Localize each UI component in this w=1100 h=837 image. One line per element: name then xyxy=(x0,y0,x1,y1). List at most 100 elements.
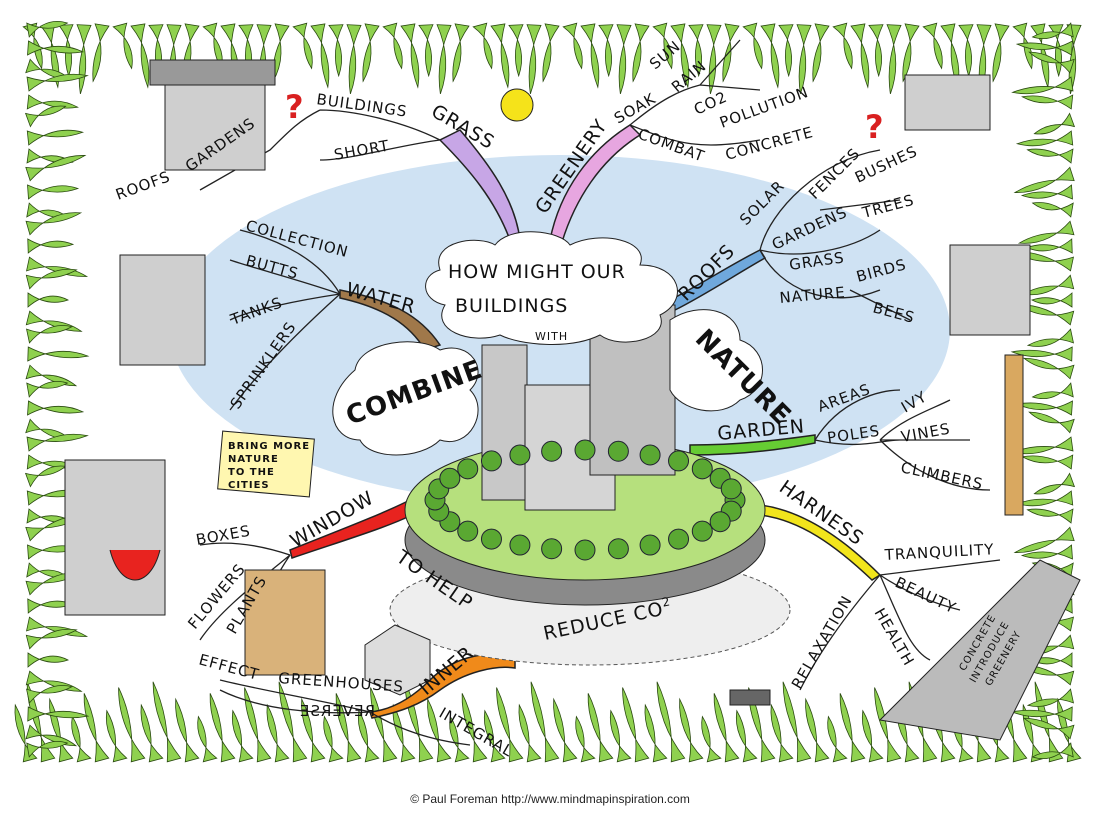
grass-leaf xyxy=(735,709,758,763)
grass-leaf xyxy=(922,22,943,70)
grass-leaf xyxy=(49,697,74,763)
grass-leaf xyxy=(622,687,650,763)
buildings-label: BUILDINGS xyxy=(315,90,408,121)
sun-icon xyxy=(500,88,534,122)
grass-leaf xyxy=(861,709,884,763)
grass-leaf xyxy=(902,23,920,83)
grass-leaf xyxy=(26,325,74,344)
grass-leaf xyxy=(1017,220,1075,244)
grass-leaf xyxy=(553,697,578,763)
tree xyxy=(574,439,596,461)
grass-leaf xyxy=(418,24,434,78)
window-planter xyxy=(244,569,326,676)
tree xyxy=(457,520,479,542)
branch-water xyxy=(339,289,442,351)
smiling-building xyxy=(64,459,166,616)
branch-harness xyxy=(759,504,882,581)
grass-leaf xyxy=(1015,130,1074,147)
tree xyxy=(720,478,742,500)
branches xyxy=(199,39,1001,746)
grass-leaf xyxy=(796,24,812,95)
nature-label-small: NATURE xyxy=(779,283,847,307)
roofs-label-left: ROOFS xyxy=(113,167,173,203)
health-label: HEALTH xyxy=(871,605,918,669)
tree xyxy=(607,440,629,462)
grass-leaf xyxy=(562,22,583,70)
beauty-label: BEAUTY xyxy=(892,573,959,617)
grass-leaf xyxy=(323,715,344,763)
fenced-roof-building xyxy=(904,74,991,131)
grass-leaf xyxy=(362,23,380,83)
tree xyxy=(639,444,661,466)
branch-inner xyxy=(368,653,516,719)
grass-leaf xyxy=(25,628,78,650)
grass-leaf xyxy=(27,40,85,56)
grass-leaf xyxy=(26,20,69,38)
grass-leaf xyxy=(452,23,470,83)
concrete-sign-shape xyxy=(878,559,1081,741)
grass-leaf xyxy=(679,697,704,763)
grass-leaf xyxy=(472,22,493,70)
tree xyxy=(509,534,531,556)
grass-leaf xyxy=(644,703,668,763)
grass-leaf xyxy=(24,465,67,488)
climbers-label: CLIMBERS xyxy=(899,458,985,493)
building-left xyxy=(481,344,528,501)
tree xyxy=(541,440,563,462)
grass-leaf xyxy=(382,22,403,70)
grass-leaf xyxy=(1015,40,1073,56)
reverse-label: REVERSE xyxy=(299,702,375,720)
smile xyxy=(109,549,161,581)
grass-leaf xyxy=(105,709,128,763)
grass-leaf xyxy=(1030,292,1073,308)
grass-leaf xyxy=(92,23,110,83)
greenhouse-cube xyxy=(364,624,431,696)
tree xyxy=(480,528,502,550)
island-trees xyxy=(424,439,746,561)
grass-leaf xyxy=(26,380,69,398)
title-line1: HOW MIGHT OUR xyxy=(448,261,626,283)
grass-leaf xyxy=(832,22,853,70)
grass-leaf xyxy=(27,184,80,200)
grass-leaf xyxy=(25,364,78,387)
grass-leaf xyxy=(1022,717,1075,740)
bench xyxy=(729,689,771,706)
grass-leaf xyxy=(805,697,830,763)
combine-cloud xyxy=(332,341,479,456)
corner-buildings xyxy=(64,59,1081,741)
grass-leaf xyxy=(874,687,902,763)
trees-label: TREES xyxy=(859,191,916,222)
grass-leaf xyxy=(27,706,90,722)
grass-leaf xyxy=(580,23,600,89)
tree xyxy=(439,467,461,489)
concrete-label: CONCRETE xyxy=(723,123,815,164)
grass-leaf xyxy=(197,715,218,763)
roof-garden-building xyxy=(164,79,266,171)
grass-leaf xyxy=(587,693,614,763)
pollution-label: POLLUTION xyxy=(717,83,811,132)
grass-leaf xyxy=(1022,357,1075,380)
copyright-footer: © Paul Foreman http://www.mindmapinspira… xyxy=(410,792,690,806)
grass-leaf xyxy=(346,24,362,95)
grass-leaf xyxy=(328,24,344,78)
grass-leaf xyxy=(27,652,70,668)
grass-leaf xyxy=(26,740,69,758)
grass-leaf xyxy=(27,292,70,308)
grass-leaf xyxy=(370,687,398,763)
question-mark-left: ? xyxy=(285,88,305,126)
grass-leaf xyxy=(436,24,452,95)
grass-leaf xyxy=(713,693,740,763)
grass-leaf xyxy=(26,94,79,110)
sign-line: BRING MORE xyxy=(228,441,310,452)
grass-leaf xyxy=(118,687,146,763)
grass-leaf xyxy=(652,22,673,70)
grass-leaf xyxy=(27,346,90,362)
grass-leaf xyxy=(76,24,92,95)
short-label: SHORT xyxy=(333,136,391,163)
branch-greenery xyxy=(549,124,642,243)
grass-leaf xyxy=(27,400,85,416)
rain-label: RAIN xyxy=(668,57,710,96)
grass-leaf xyxy=(1012,22,1033,70)
grass-leaf xyxy=(542,23,560,83)
title-cloud xyxy=(425,231,678,345)
